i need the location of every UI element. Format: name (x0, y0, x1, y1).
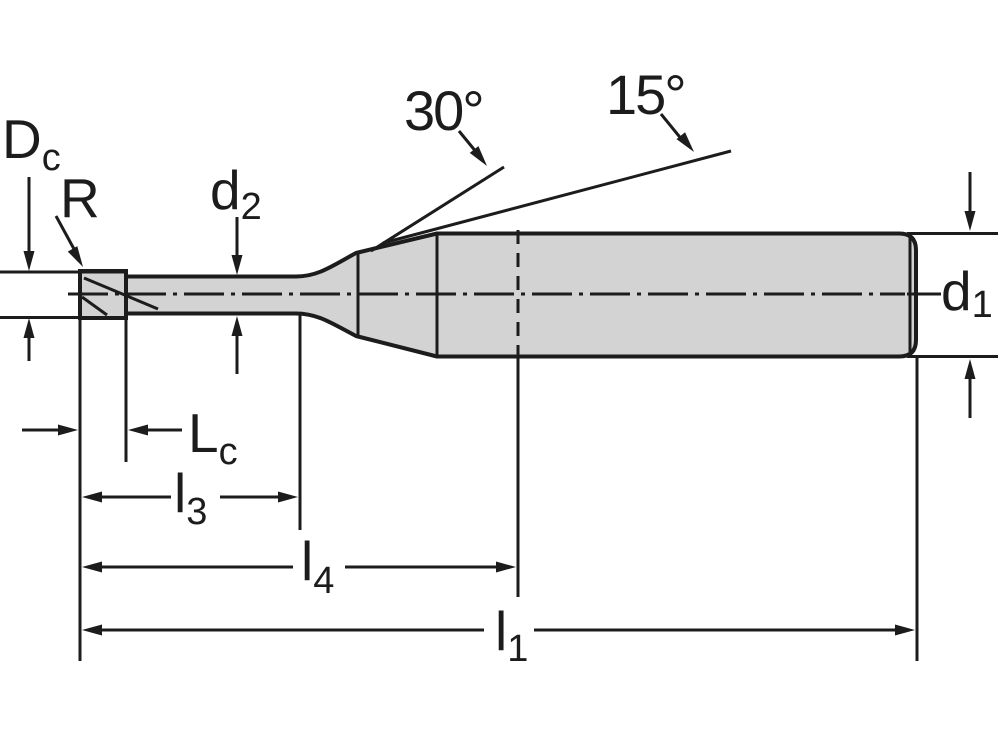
label-neck-diameter: d2 (210, 159, 262, 228)
d2-arrowhead-up (231, 316, 243, 336)
l4-arrowhead-left (82, 561, 102, 573)
dc-arrowhead-down (23, 251, 35, 271)
taper-30-line (370, 165, 505, 253)
label-neck-length: l3 (174, 462, 207, 533)
label-reach-length: l4 (301, 530, 334, 602)
label-angle-30: 30° (404, 79, 483, 142)
dc-arrowhead-up (23, 318, 35, 338)
angle30-arrowhead (469, 146, 487, 166)
flute-edge-line (81, 295, 108, 317)
l4-arrowhead-right (496, 561, 516, 573)
angle15-arrowhead (676, 132, 694, 152)
label-cutting-diameter: Dc (2, 108, 61, 179)
angle30-leader-line (457, 130, 479, 154)
l1-arrowhead-left (82, 624, 102, 636)
radius-leader-line (54, 215, 76, 250)
d1-arrowhead-up (964, 359, 976, 379)
angle15-leader-line (659, 113, 685, 142)
label-shank-diameter: d1 (941, 260, 993, 326)
lc-arrowhead-right (58, 424, 78, 436)
l3-arrowhead-left (82, 491, 102, 503)
label-overall-length: l1 (495, 600, 528, 670)
l3-arrowhead-right (278, 491, 298, 503)
taper-15-line (382, 149, 732, 245)
d1-arrowhead-down (964, 211, 976, 231)
label-angle-15: 15° (606, 63, 685, 126)
d2-arrowhead-down (231, 255, 243, 275)
lc-arrowhead-left (128, 424, 148, 436)
flute-edge-line (83, 276, 159, 311)
l1-arrowhead-right (895, 624, 915, 636)
label-cutting-length: Lc (188, 402, 238, 473)
label-corner-radius: R (60, 167, 100, 229)
radius-arrowhead (67, 246, 83, 267)
